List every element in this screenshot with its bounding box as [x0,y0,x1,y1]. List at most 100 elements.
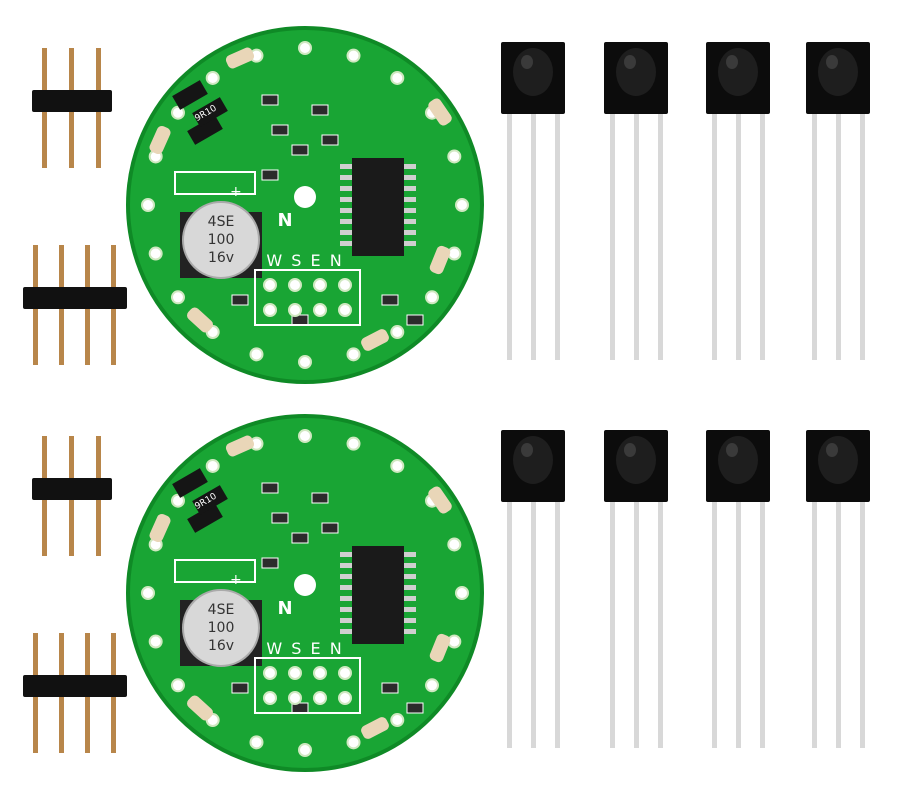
smd-component [261,169,279,181]
receiver-lead [812,496,817,748]
ic-pin [340,241,352,246]
connector-hole [263,691,277,705]
connector-outline [254,269,361,326]
through-hole [298,429,312,443]
through-hole [390,713,405,728]
ir-receiver-1 [501,430,565,748]
capacitor [182,201,260,279]
smd-component [311,104,329,116]
ic-pin [404,241,416,246]
receiver-lead [610,108,615,360]
microcontroller-chip [352,546,404,644]
through-hole [205,70,220,85]
receiver-lead [634,496,639,748]
ic-pin [340,219,352,224]
receiver-lead [836,108,841,360]
through-hole [390,70,405,85]
ic-pin [404,175,416,180]
capacitor-text-1: 4SE [208,214,235,230]
north-label: N [277,210,292,231]
ic-pin [340,607,352,612]
resistor [172,468,208,498]
connector-hole [313,303,327,317]
through-hole [346,735,361,750]
ir-led [428,98,452,126]
ir-led [428,486,452,514]
receiver-lead [760,496,765,748]
ir-receiver-2 [604,430,668,748]
receiver-lead [531,108,536,360]
lens-highlight [726,55,738,69]
header-3-pin [32,436,112,556]
connector-hole [313,691,327,705]
lens-highlight [826,55,838,69]
smd-component [321,134,339,146]
direction-labels: W S E N [266,639,343,658]
connector-outline [254,657,361,714]
through-hole [455,586,469,600]
ir-led [361,329,389,351]
ic-pin [404,197,416,202]
plus-label: + [230,184,242,200]
through-hole [148,634,163,649]
through-hole [298,41,312,55]
receiver-lead [610,496,615,748]
resistor [187,115,223,145]
ir-led [187,307,213,333]
through-hole [249,347,264,362]
through-hole [425,290,440,305]
ic-pin [340,230,352,235]
receiver-lead [555,108,560,360]
ic-pin [340,208,352,213]
ir-led [429,633,451,663]
ir-receiver-4 [806,42,870,360]
ic-pin [340,552,352,557]
smd-component [231,294,249,306]
lens-highlight [521,443,533,457]
ic-pin [404,230,416,235]
through-hole [170,105,185,120]
through-hole [346,347,361,362]
microcontroller-chip [352,158,404,256]
through-hole [455,198,469,212]
ir-receiver-4 [806,430,870,748]
header-body [32,478,112,500]
connector-hole [263,666,277,680]
smd-component [311,492,329,504]
through-hole [425,678,440,693]
through-hole [447,537,462,552]
through-hole [298,743,312,757]
capacitor-text-3: 16v [208,250,234,266]
ir-receiver-3 [706,430,770,748]
through-hole [170,678,185,693]
ir-receiver-1 [501,42,565,360]
header-4-pin [23,245,127,365]
header-4-pin [23,633,127,753]
through-hole [298,355,312,369]
ic-pin [404,164,416,169]
header-body [23,675,127,697]
plus-label: + [230,572,242,588]
connector-hole [263,303,277,317]
connector-hole [338,666,352,680]
capacitor-text-1: 4SE [208,602,235,618]
receiver-lead [736,496,741,748]
smd-component [231,682,249,694]
lens-highlight [726,443,738,457]
connector-hole [288,278,302,292]
resistor [192,485,228,515]
ic-pin [340,629,352,634]
smd-component [291,144,309,156]
receiver-lead [658,496,663,748]
ic-pin [404,596,416,601]
north-label: N [277,598,292,619]
connector-hole [263,278,277,292]
connector-hole [288,691,302,705]
receiver-lead [860,496,865,748]
receiver-lead [836,496,841,748]
header-body [32,90,112,112]
